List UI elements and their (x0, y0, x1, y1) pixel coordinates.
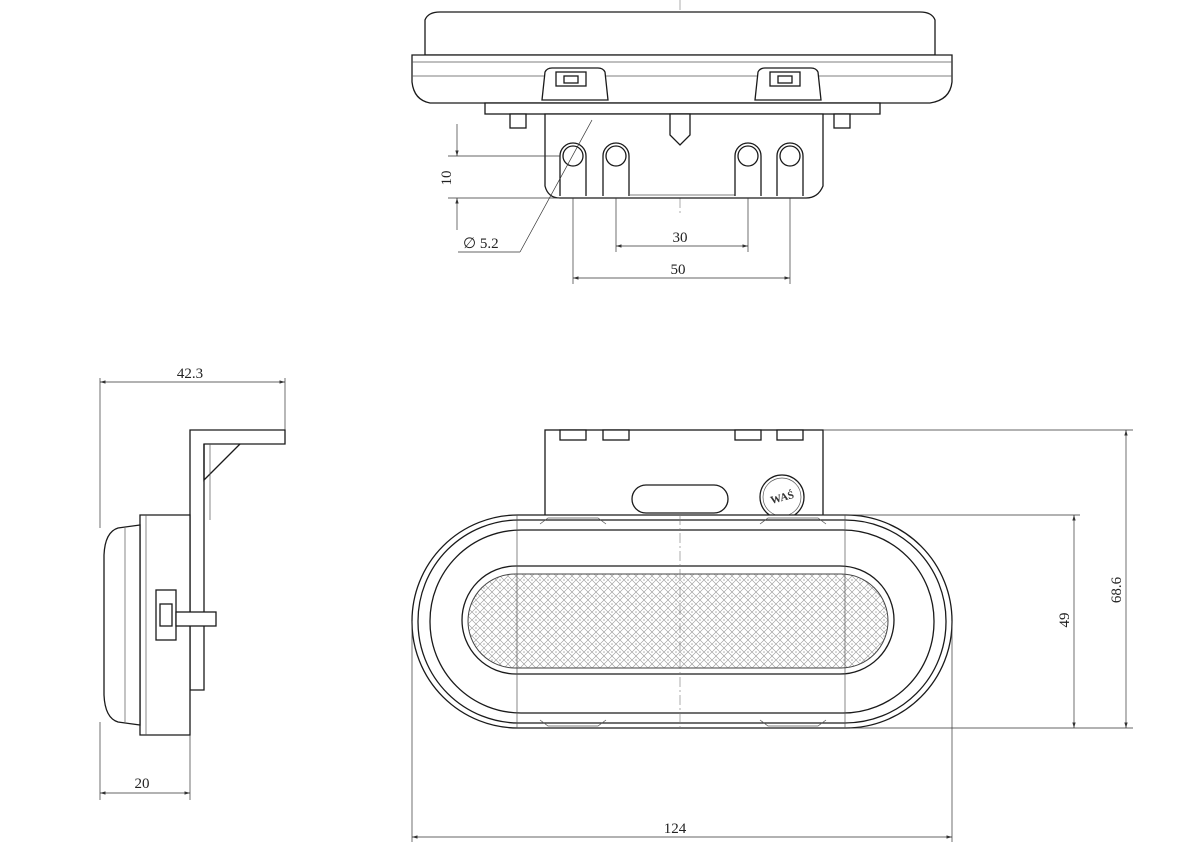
front-view: WAŚ 49 68.6 (411, 429, 1133, 842)
side-view: 42.3 20 (99, 366, 286, 800)
dim-50-label: 50 (671, 262, 686, 278)
was-logo: WAŚ (759, 474, 805, 520)
top-clip-right (754, 67, 822, 101)
top-slots (559, 142, 804, 196)
dim-diameter: ∅ 5.2 (458, 119, 593, 253)
svg-text:WAŚ: WAŚ (769, 489, 795, 507)
dim-10-label: 10 (439, 171, 455, 186)
dim-49-label: 49 (1057, 613, 1073, 628)
bracket-slot (631, 484, 729, 514)
dim-diameter-label: ∅ 5.2 (463, 236, 499, 252)
dim-49: 49 (820, 514, 1080, 729)
dim-20-label: 20 (135, 776, 150, 792)
dim-68-6: 68.6 (823, 429, 1133, 729)
dim-42-3: 42.3 (99, 366, 286, 528)
dim-30-label: 30 (673, 230, 688, 246)
dim-42-3-label: 42.3 (177, 366, 203, 382)
top-view: 10 ∅ 5.2 30 50 (411, 0, 953, 284)
dim-50: 50 (572, 198, 791, 284)
top-clip-left (541, 67, 609, 101)
dim-30: 30 (615, 198, 749, 252)
reflector-lens (467, 573, 889, 669)
dim-20: 20 (99, 722, 191, 800)
dim-124-label: 124 (664, 821, 687, 837)
dim-68-6-label: 68.6 (1109, 576, 1125, 603)
dim-124: 124 (411, 621, 953, 842)
dim-10: 10 (439, 124, 560, 230)
